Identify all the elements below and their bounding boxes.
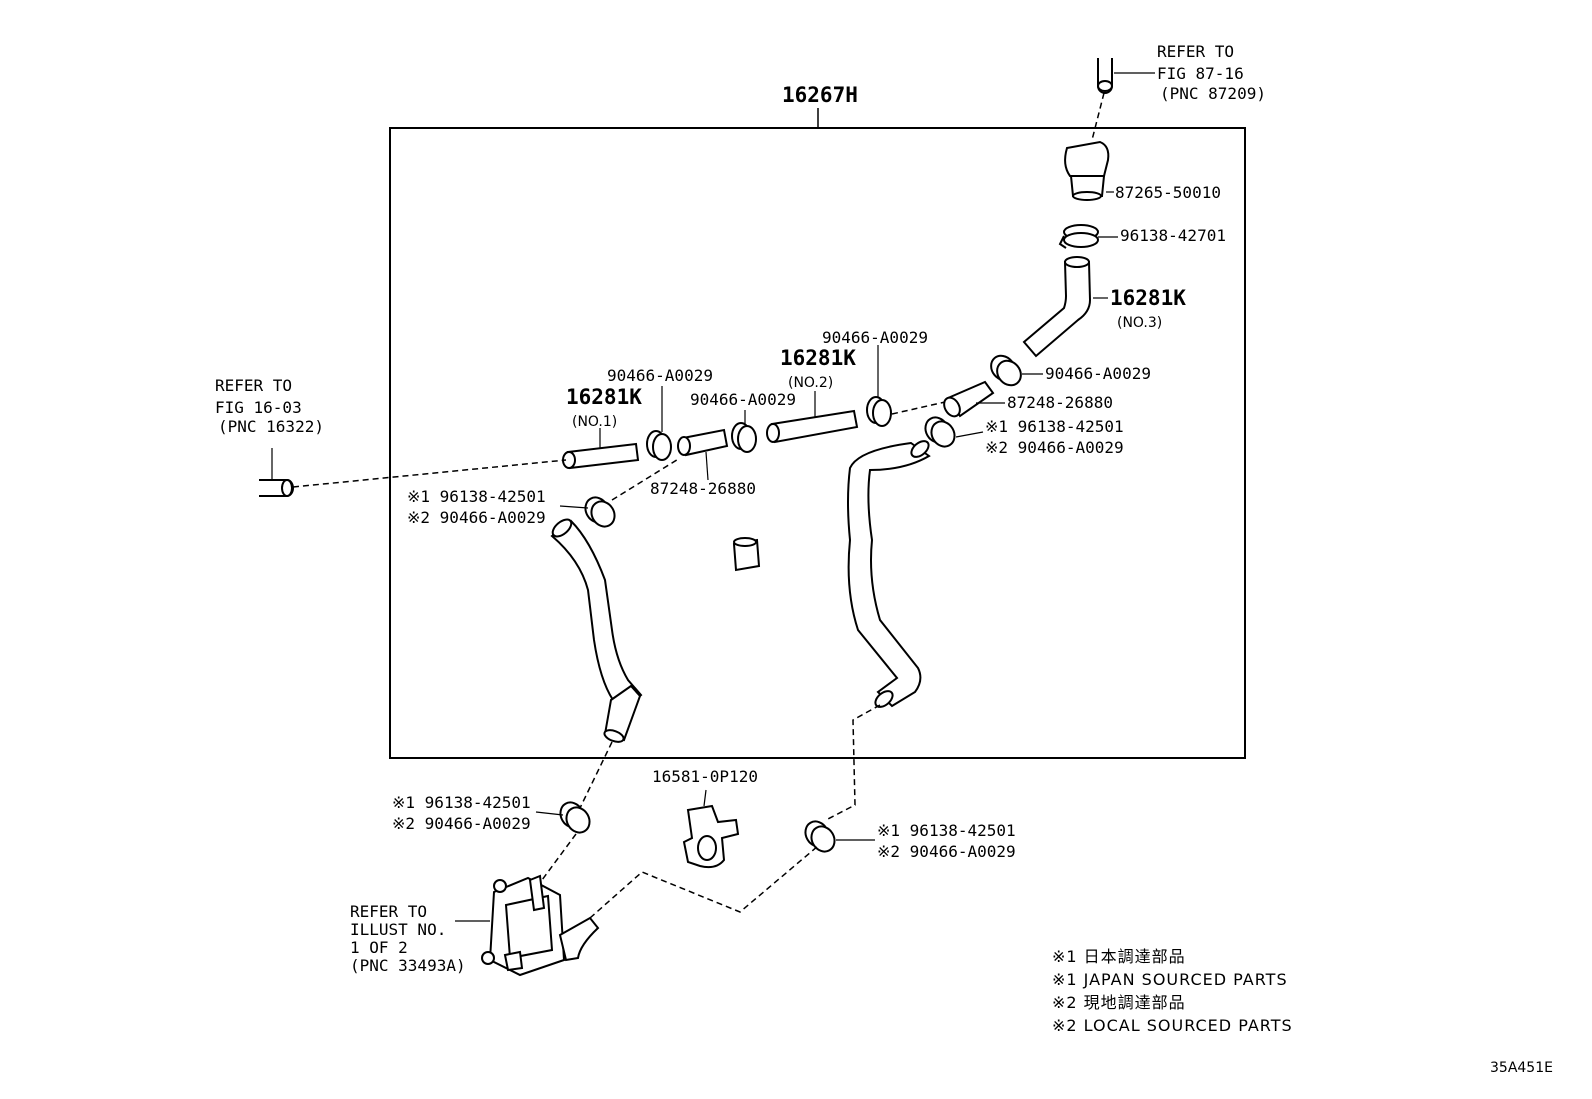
svg-text:90466-A0029: 90466-A0029 [607, 366, 713, 385]
clamp-no1: 90466-A0029 [607, 366, 713, 461]
oil-cooler: REFER TO ILLUST NO. 1 OF 2 (PNC 33493A) [350, 874, 600, 977]
hose-no1: 16281K (NO.1) [562, 385, 642, 470]
svg-text:16281K: 16281K [566, 385, 642, 409]
svg-text:※1 日本調達部品: ※1 日本調達部品 [1052, 947, 1186, 966]
ref-top-right: REFER TO FIG 87-16 (PNC 87209) [1091, 42, 1266, 141]
clamp-bottom-right-pair: ※1 96138-42501 ※2 90466-A0029 [804, 820, 1016, 861]
hose-no2: 16281K (NO.2) [766, 346, 859, 444]
svg-text:(PNC 16322): (PNC 16322) [218, 417, 324, 436]
svg-text:(NO.2): (NO.2) [788, 375, 833, 391]
dash-cooler-route [589, 845, 819, 919]
svg-text:FIG 16-03: FIG 16-03 [215, 398, 302, 417]
svg-text:※2 現地調達部品: ※2 現地調達部品 [1052, 993, 1186, 1012]
hose-left-long [550, 518, 643, 743]
clamp-right-pair: ※1 96138-42501 ※2 90466-A0029 [924, 416, 1124, 457]
dash-left-down [579, 741, 613, 809]
svg-text:90466-A0029: 90466-A0029 [822, 328, 928, 347]
illustration-code: 35A451E [1490, 1060, 1553, 1076]
legend-notes: ※1 日本調達部品 ※1 JAPAN SOURCED PARTS ※2 現地調達… [1052, 947, 1293, 1035]
svg-text:※2 90466-A0029: ※2 90466-A0029 [392, 814, 531, 833]
clamp-bottom-left-pair: ※1 96138-42501 ※2 90466-A0029 [392, 793, 591, 881]
svg-text:(NO.3): (NO.3) [1117, 315, 1162, 331]
svg-text:(PNC 33493A): (PNC 33493A) [350, 956, 466, 975]
svg-text:※2 90466-A0029: ※2 90466-A0029 [877, 842, 1016, 861]
svg-text:FIG 87-16: FIG 87-16 [1157, 64, 1244, 83]
connector-87265: 87265-50010 [1064, 140, 1221, 202]
svg-text:90466-A0029: 90466-A0029 [690, 390, 796, 409]
svg-text:90466-A0029: 90466-A0029 [1045, 364, 1151, 383]
joint-87248-left: 87248-26880 [650, 428, 756, 498]
svg-text:※1 96138-42501: ※1 96138-42501 [407, 487, 546, 506]
hose-no3: 16281K (NO.3) [1022, 256, 1186, 358]
svg-text:(NO.1): (NO.1) [572, 414, 617, 430]
joint-87248-right: 87248-26880 [943, 380, 1113, 418]
svg-text:16281K: 16281K [1110, 286, 1186, 310]
svg-text:※1 96138-42501: ※1 96138-42501 [985, 417, 1124, 436]
svg-text:※2 LOCAL SOURCED PARTS: ※2 LOCAL SOURCED PARTS [1052, 1016, 1293, 1035]
ref-left: REFER TO FIG 16-03 (PNC 16322) [215, 376, 567, 497]
svg-text:REFER TO: REFER TO [1157, 42, 1234, 61]
svg-text:16281K: 16281K [780, 346, 856, 370]
svg-text:87265-50010: 87265-50010 [1115, 183, 1221, 202]
svg-text:ILLUST NO.: ILLUST NO. [350, 920, 446, 939]
svg-text:87248-26880: 87248-26880 [1007, 393, 1113, 412]
bracket-16581: 16581-0P120 [652, 767, 758, 869]
assembly-part-number: 16267H [782, 83, 858, 107]
svg-text:※1 96138-42501: ※1 96138-42501 [392, 793, 531, 812]
svg-text:※2 90466-A0029: ※2 90466-A0029 [407, 508, 546, 527]
svg-text:1 OF 2: 1 OF 2 [350, 938, 408, 957]
clamp-no2-right: 90466-A0029 [822, 328, 928, 427]
svg-text:(PNC 87209): (PNC 87209) [1160, 84, 1266, 103]
sleeve-part [732, 537, 761, 572]
hose-right-long [847, 440, 931, 708]
svg-text:16581-0P120: 16581-0P120 [652, 767, 758, 786]
svg-text:※2 90466-A0029: ※2 90466-A0029 [985, 438, 1124, 457]
svg-text:96138-42701: 96138-42701 [1120, 226, 1226, 245]
svg-text:87248-26880: 87248-26880 [650, 479, 756, 498]
clamp-right-upper: 90466-A0029 [990, 354, 1151, 387]
svg-text:REFER TO: REFER TO [215, 376, 292, 395]
clamp-96138-42701: 96138-42701 [1058, 224, 1226, 249]
svg-text:※1 JAPAN SOURCED PARTS: ※1 JAPAN SOURCED PARTS [1052, 970, 1288, 989]
clamp-no2-left: 90466-A0029 [690, 390, 796, 453]
svg-text:REFER TO: REFER TO [350, 902, 427, 921]
dash-right-down [825, 704, 881, 821]
clamp-left-pair: ※1 96138-42501 ※2 90466-A0029 [407, 457, 681, 528]
svg-text:※1 96138-42501: ※1 96138-42501 [877, 821, 1016, 840]
